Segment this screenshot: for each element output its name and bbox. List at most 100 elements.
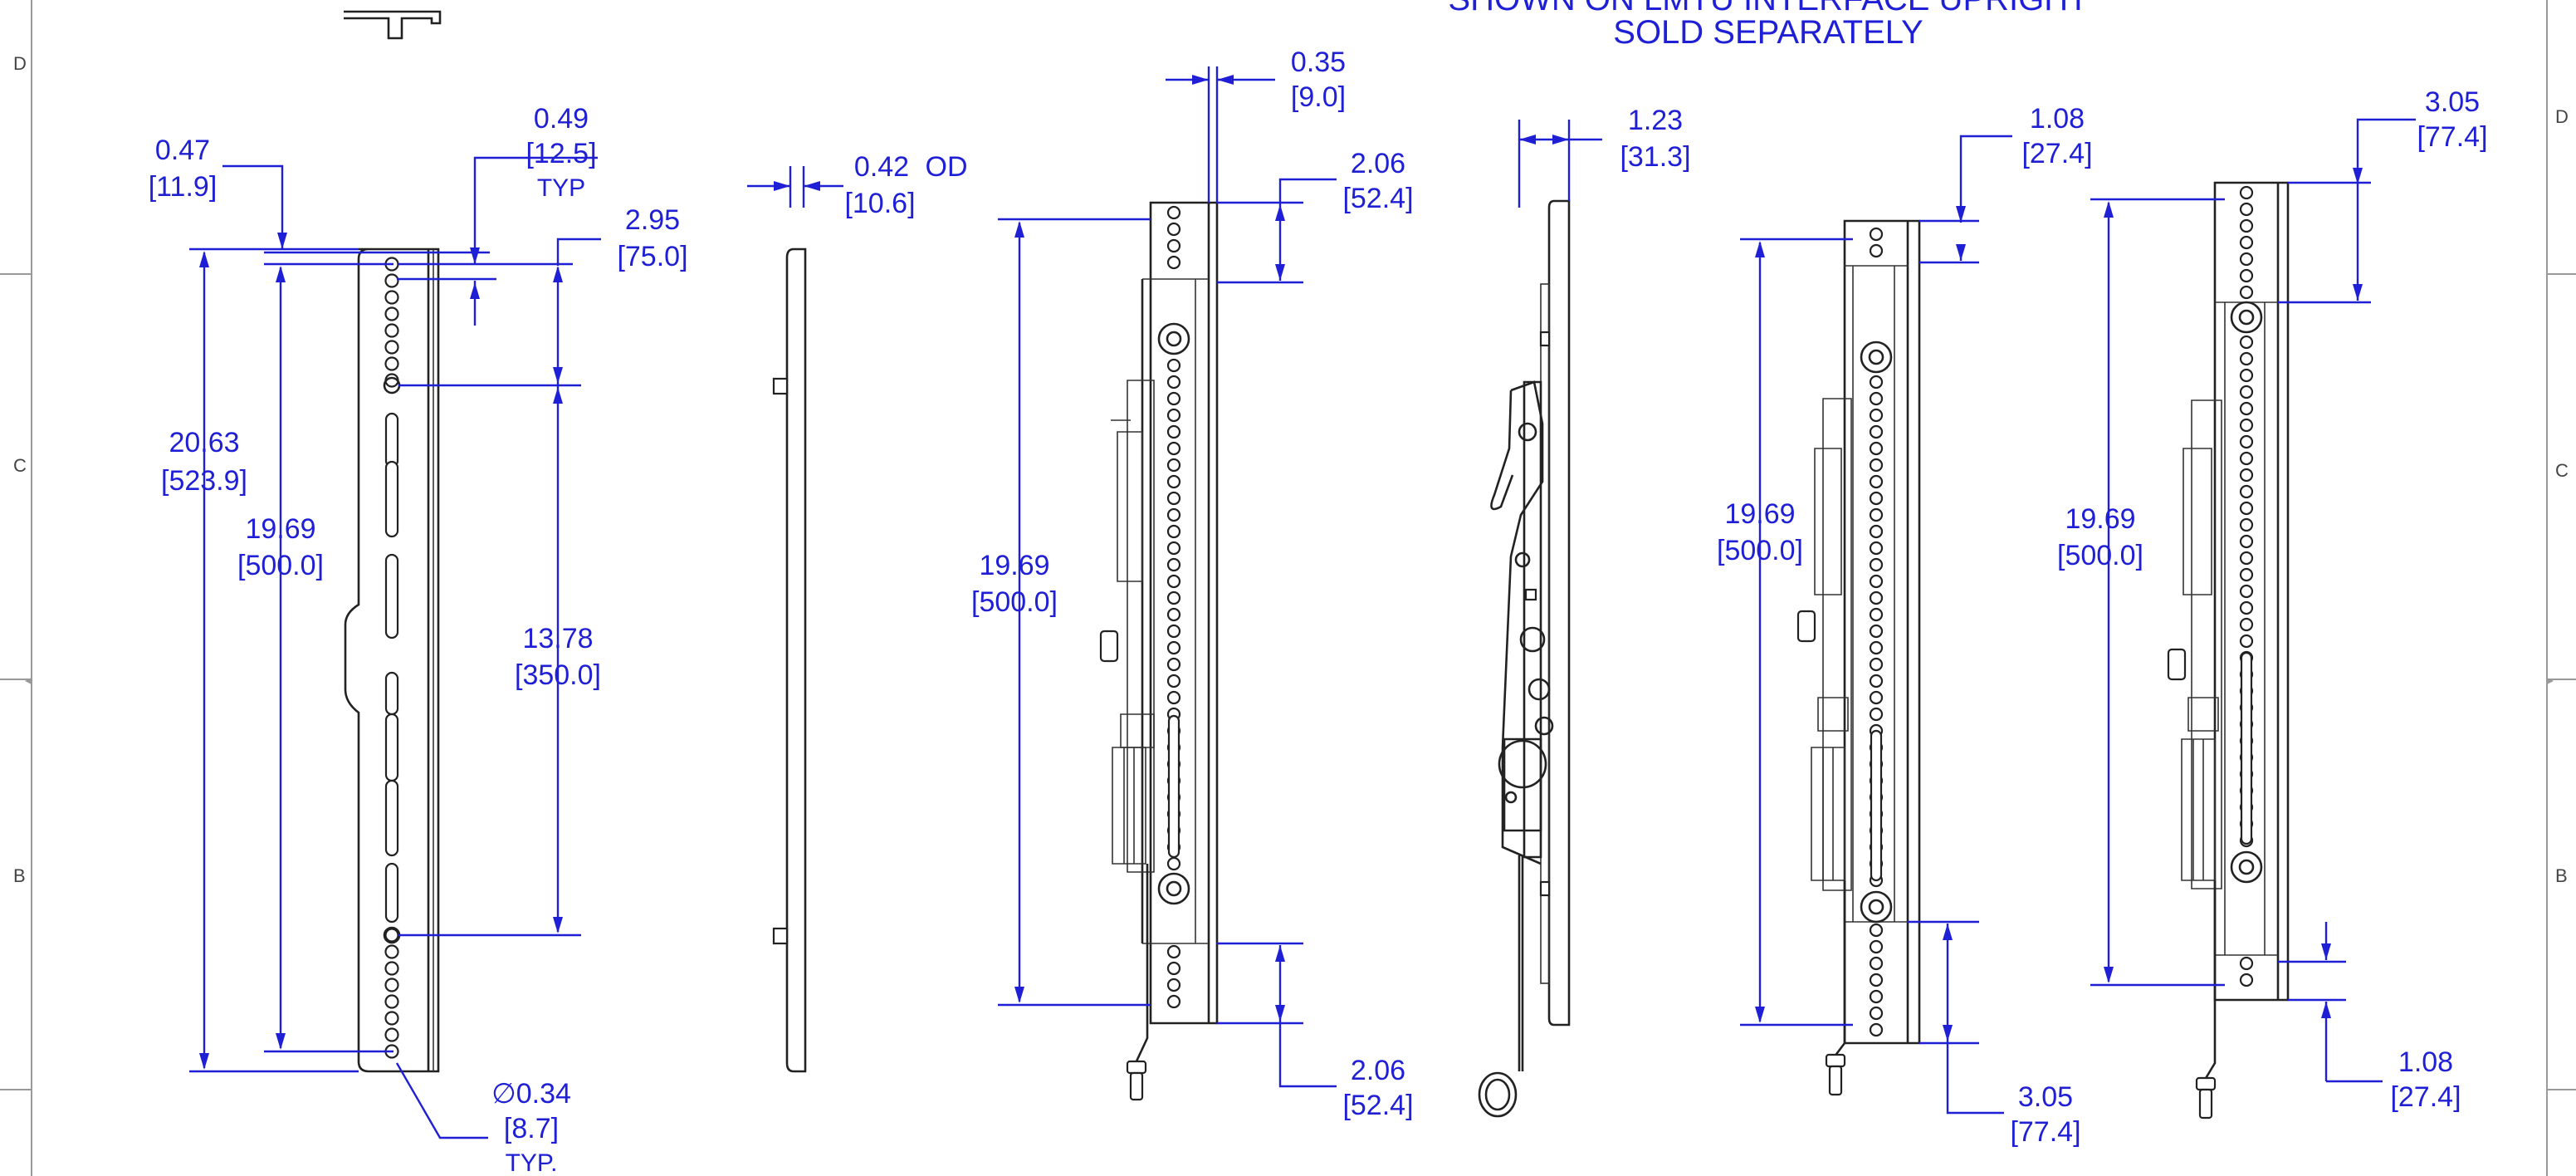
mounting-hole (1166, 391, 1181, 406)
mounting-hole (2239, 202, 2254, 217)
mounting-hole (1869, 674, 1884, 688)
mounting-hole (2239, 385, 2254, 399)
mounting-hole (2239, 235, 2254, 250)
mounting-hole (1869, 441, 1884, 456)
mounting-hole (2239, 468, 2254, 483)
view-1-plate-front (344, 247, 440, 1073)
mounting-hole (384, 340, 399, 355)
mounting-hole (1166, 944, 1181, 959)
mounting-hole (2239, 484, 2254, 499)
view-5-assembly (1796, 219, 1921, 1096)
v2-dim-0-42-in: 0.42 (854, 151, 909, 183)
mounting-hole (1869, 541, 1884, 556)
mounting-hole (1166, 624, 1181, 639)
v1-dim-19-69-in: 19.69 (245, 513, 315, 545)
mounting-hole (1166, 205, 1181, 220)
mounting-hole (2239, 600, 2254, 615)
mounting-hole (1166, 408, 1181, 423)
mounting-hole (384, 961, 399, 976)
mounting-hole (1166, 507, 1181, 522)
v4-dim-1-23-mm: [31.3] (1620, 141, 1690, 173)
mounting-hole (1166, 424, 1181, 439)
view-1-dimension-lines (189, 156, 601, 1139)
mounting-hole (1166, 375, 1181, 390)
view-2-plate-edge (747, 166, 843, 1073)
mounting-hole (1869, 590, 1884, 605)
mounting-hole (1166, 524, 1181, 539)
zone-label-left-d: D (13, 53, 27, 74)
zone-label-right-c: C (2555, 460, 2569, 481)
mounting-hole (1869, 939, 1884, 954)
mounting-hole (384, 928, 399, 943)
mounting-hole (384, 994, 399, 1009)
mounting-hole (1166, 574, 1181, 589)
v1-dim-hole-typ: TYP. (506, 1149, 558, 1176)
top-small-part (344, 10, 442, 40)
v2-dim-0-42-mm: [10.6] (844, 188, 915, 219)
view-6-assembly (2167, 181, 2290, 1120)
v3-dim-0-35-mm: [9.0] (1291, 81, 1346, 113)
mounting-hole (384, 1027, 399, 1042)
view-4-side-latch (1478, 199, 1571, 1118)
mounting-hole (384, 356, 399, 371)
mounting-hole (2239, 451, 2254, 466)
v6-dim-3-05-mm: [77.4] (2417, 121, 2487, 153)
v1-dim-13-78-in: 13.78 (522, 623, 593, 654)
mounting-hole (1869, 1006, 1884, 1021)
zone-label-right-d: D (2555, 106, 2569, 127)
mounting-hole (2239, 517, 2254, 532)
v5-dim-1-08-in: 1.08 (2030, 103, 2085, 135)
v5-dim-3-05-in: 3.05 (2018, 1081, 2073, 1113)
v3-dim-0-35-in: 0.35 (1291, 47, 1346, 78)
mounting-hole (1869, 474, 1884, 489)
v1-dim-2-95-in: 2.95 (625, 204, 680, 236)
mounting-hole (1166, 978, 1181, 992)
mounting-hole (1166, 358, 1181, 373)
v1-dim-2-95-mm: [75.0] (617, 241, 687, 272)
mounting-hole (2239, 335, 2254, 350)
mounting-hole (1166, 458, 1181, 473)
mounting-hole (2239, 185, 2254, 200)
mounting-hole (384, 306, 399, 321)
view-3-dimension-lines (998, 66, 1337, 1088)
mounting-hole (1869, 243, 1884, 258)
mounting-hole (1869, 574, 1884, 589)
mounting-hole (384, 323, 399, 338)
v1-dim-0-49-in: 0.49 (534, 103, 589, 135)
mounting-hole (384, 273, 399, 288)
v1-dim-0-49-mm: [12.5] (525, 138, 596, 169)
v6-dim-1-08-in: 1.08 (2398, 1046, 2453, 1078)
mounting-hole (2239, 617, 2254, 632)
view-3-assembly (1099, 201, 1219, 1101)
mounting-hole (1166, 690, 1181, 705)
mounting-hole (2239, 567, 2254, 582)
v3-dim-2-06-top-mm: [52.4] (1342, 183, 1413, 214)
mounting-hole (1869, 640, 1884, 655)
mounting-hole (1166, 491, 1181, 506)
mounting-hole (1869, 607, 1884, 622)
v3-dim-2-06-bot-mm: [52.4] (1342, 1090, 1413, 1121)
mounting-hole (1869, 507, 1884, 522)
mounting-hole (1166, 590, 1181, 605)
mounting-hole (1869, 391, 1884, 406)
mounting-hole (384, 1011, 399, 1026)
mounting-hole (1869, 989, 1884, 1004)
zone-label-right-b: B (2555, 865, 2568, 886)
mounting-hole (1869, 1022, 1884, 1037)
mounting-hole (1869, 491, 1884, 506)
v5-dim-1-08-mm: [27.4] (2021, 138, 2092, 169)
mounting-hole (2239, 634, 2254, 649)
mounting-hole (2239, 401, 2254, 416)
mounting-hole (1869, 923, 1884, 938)
mounting-hole (1869, 375, 1884, 390)
view-5-dimension-lines (1740, 135, 2012, 1115)
mounting-hole (2239, 434, 2254, 449)
v3-dim-2-06-top-in: 2.06 (1351, 148, 1405, 179)
mounting-hole (1869, 707, 1884, 722)
mounting-hole (1166, 222, 1181, 237)
zone-label-left-c: C (13, 455, 27, 476)
mounting-hole (1869, 557, 1884, 572)
mounting-hole (1869, 973, 1884, 987)
mounting-hole (1166, 607, 1181, 622)
